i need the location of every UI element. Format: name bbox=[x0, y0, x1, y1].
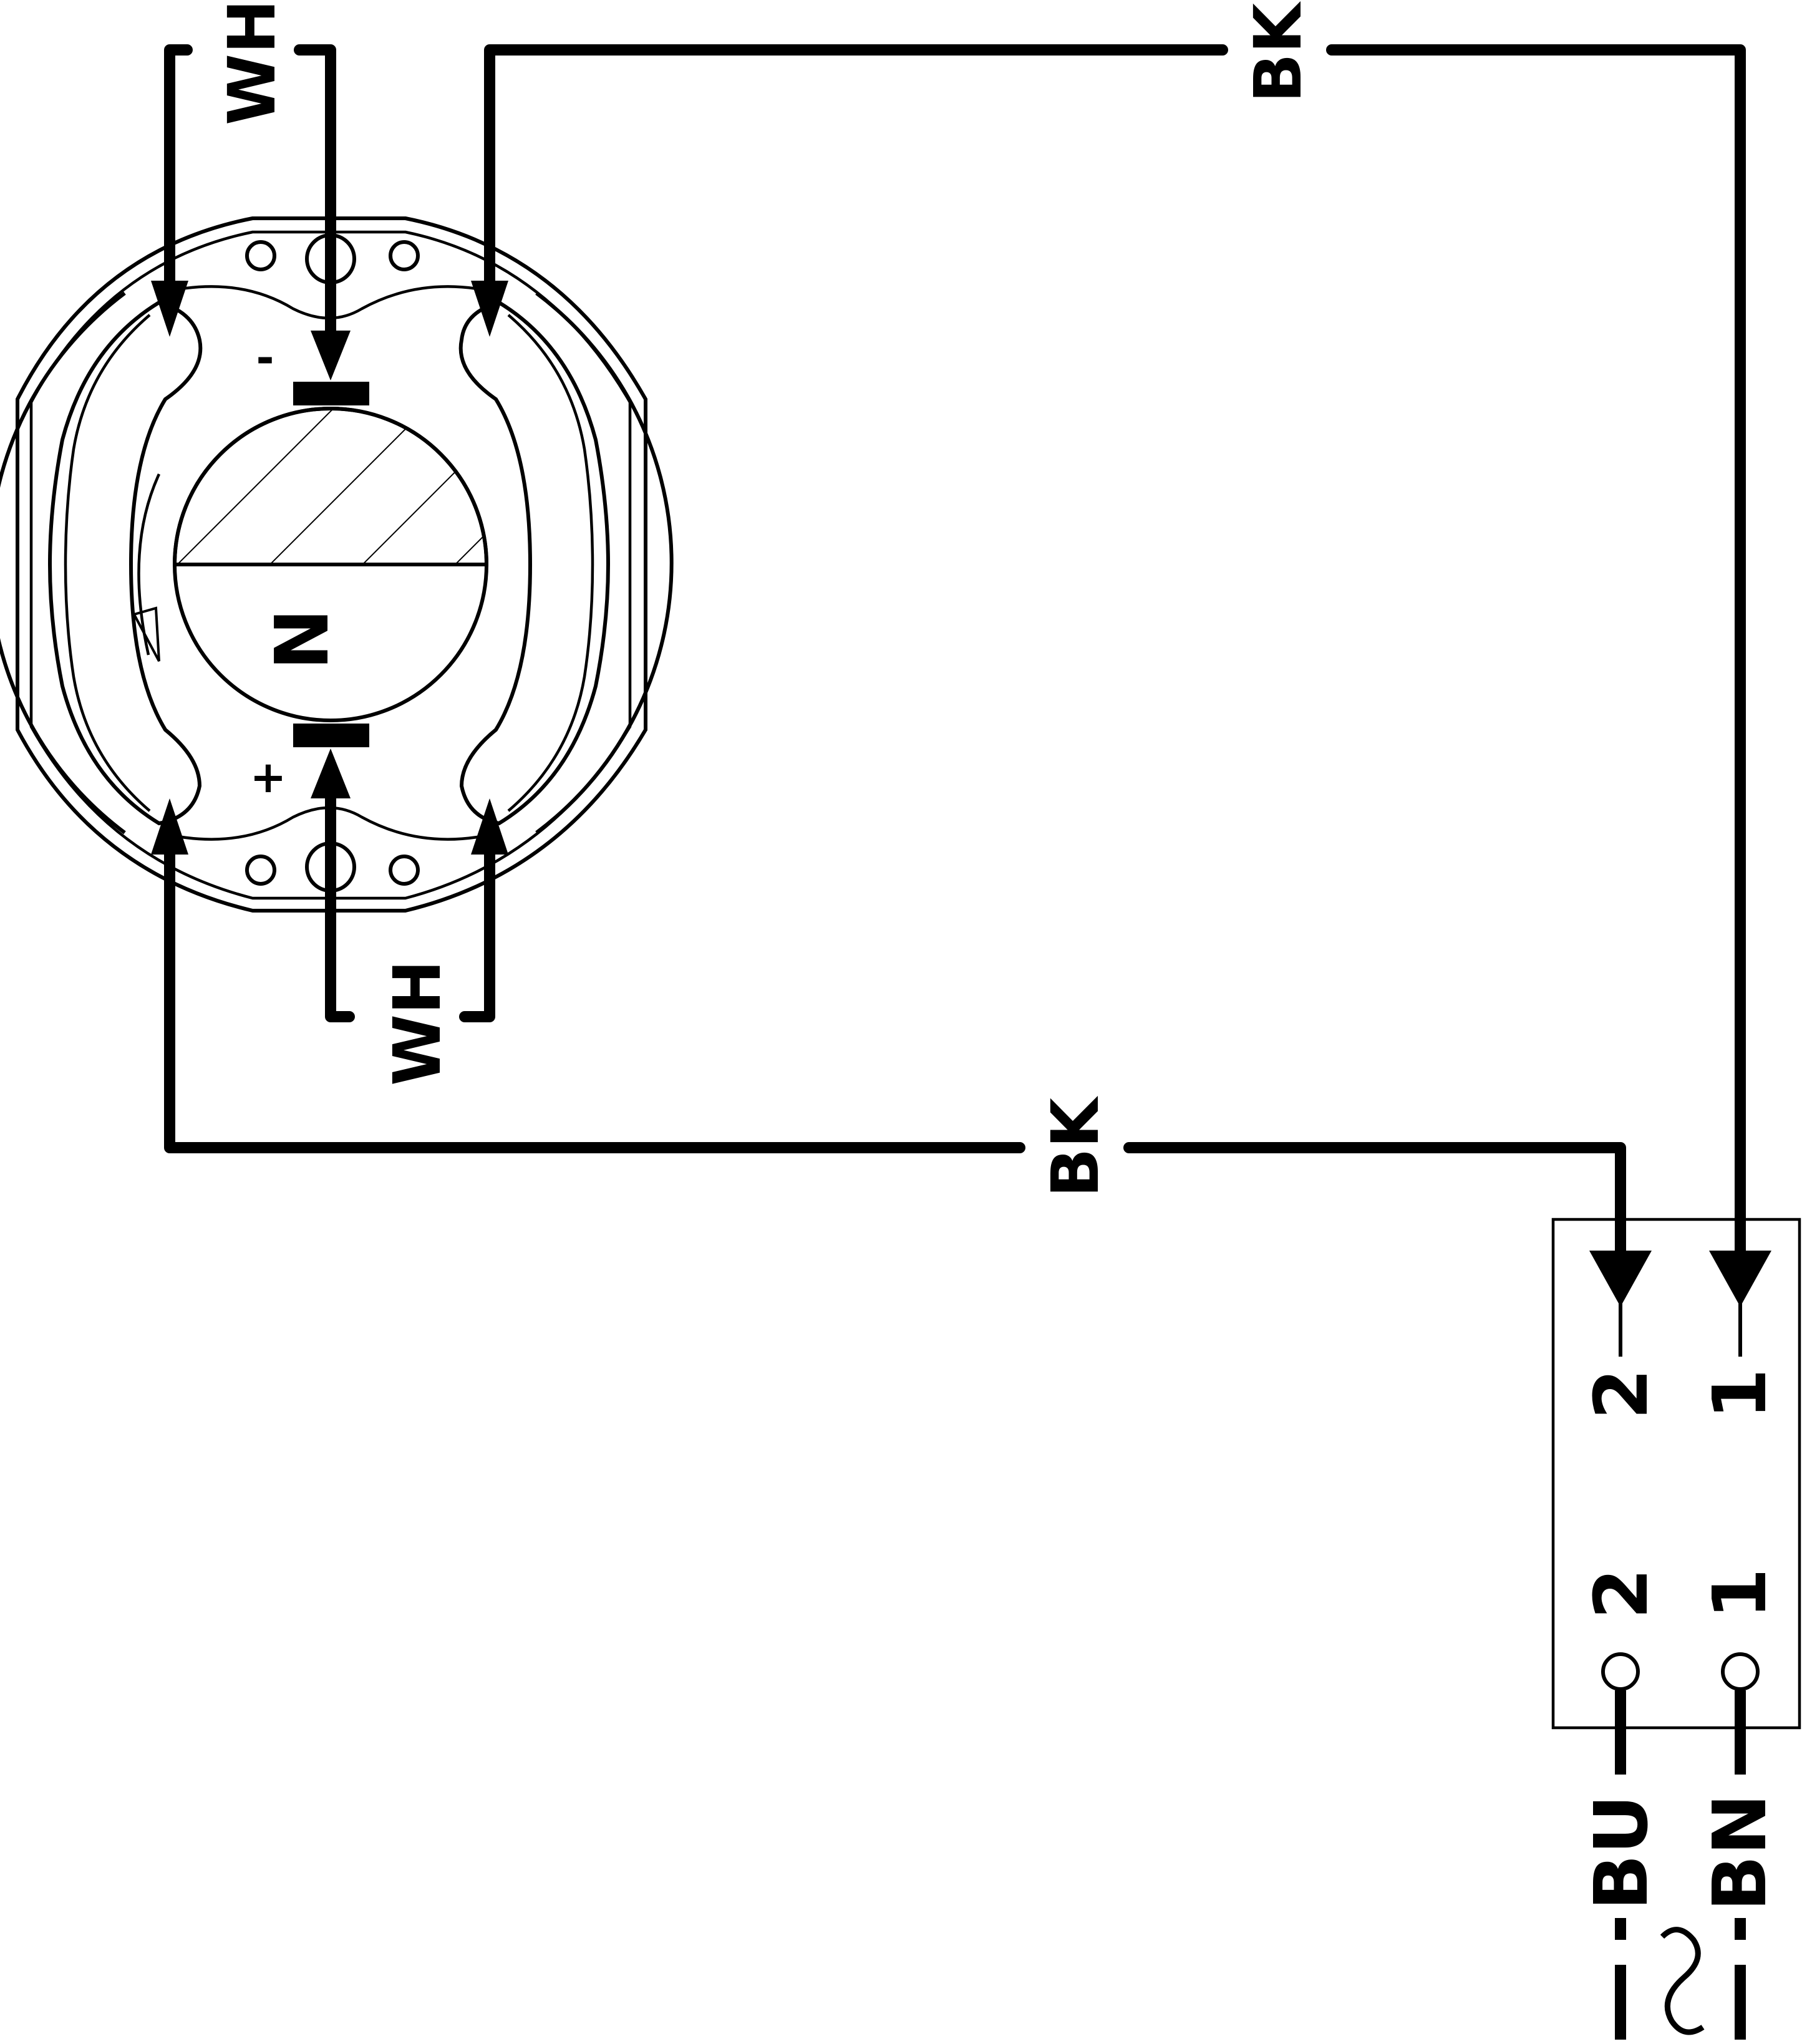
arrow-top-brush bbox=[311, 331, 351, 380]
upper-left-pin-number: 2 bbox=[1578, 1368, 1664, 1420]
mount-hole-top-right bbox=[389, 240, 420, 271]
arrow-terminal-2 bbox=[1589, 1251, 1652, 1307]
brush-bottom-polarity: + bbox=[250, 752, 287, 803]
arrow-bottom-brush bbox=[311, 748, 351, 798]
supply-left-label: BU bbox=[1578, 1795, 1664, 1911]
white-wire-top-label: WH bbox=[214, 0, 290, 125]
terminal-2-screw bbox=[1601, 1652, 1640, 1691]
lower-left-pin-number: 2 bbox=[1578, 1568, 1664, 1619]
right-field-pole-inner bbox=[507, 314, 594, 812]
housing-right-arc bbox=[535, 291, 674, 835]
left-field-pole-inner bbox=[64, 314, 151, 812]
armature-hatched-half bbox=[172, 407, 489, 566]
housing-left-arc bbox=[0, 291, 126, 835]
terminal-block-outline bbox=[1551, 1218, 1801, 1730]
mount-hole-bottom-left bbox=[245, 855, 276, 886]
supply-right-label: BN bbox=[1697, 1794, 1783, 1912]
rotation-arrow-head bbox=[132, 606, 160, 662]
upper-right-pin-number: 1 bbox=[1697, 1368, 1783, 1420]
black-wire-bottom-label: BK bbox=[1037, 1096, 1113, 1198]
brush-top-polarity: - bbox=[256, 332, 274, 384]
rotation-arrow bbox=[137, 473, 161, 656]
white-wire-bottom bbox=[325, 780, 495, 1022]
ac-symbol bbox=[1660, 1927, 1705, 2035]
mount-hole-bottom-right bbox=[389, 855, 420, 886]
motor: N - + bbox=[0, 216, 674, 913]
brush-bottom bbox=[293, 724, 369, 747]
wiring: WH WH BK BK bbox=[151, 0, 1771, 1307]
arrow-top-left bbox=[151, 281, 188, 337]
terminal-1-screw bbox=[1721, 1652, 1760, 1691]
terminal-block: 2 1 2 1 bbox=[1551, 1218, 1801, 1730]
arrow-terminal-1 bbox=[1709, 1251, 1771, 1307]
arrow-bottom-left bbox=[151, 798, 188, 855]
mount-hole-top-left bbox=[245, 240, 276, 271]
white-wire-top bbox=[164, 44, 336, 349]
black-wire-top-label: BK bbox=[1240, 1, 1316, 103]
black-wire-bottom bbox=[164, 830, 1626, 1266]
lower-right-pin-number: 1 bbox=[1697, 1568, 1783, 1619]
brush-top bbox=[293, 382, 369, 405]
left-field-pole bbox=[47, 300, 203, 826]
motor-housing-outer bbox=[16, 216, 647, 913]
right-field-pole bbox=[458, 300, 611, 826]
arrow-top-right bbox=[471, 281, 508, 337]
arrow-bottom-right bbox=[471, 798, 508, 855]
field-pole-label: N bbox=[259, 609, 345, 671]
black-wire-top bbox=[484, 44, 1746, 1266]
white-wire-bottom-label: WH bbox=[379, 960, 455, 1086]
